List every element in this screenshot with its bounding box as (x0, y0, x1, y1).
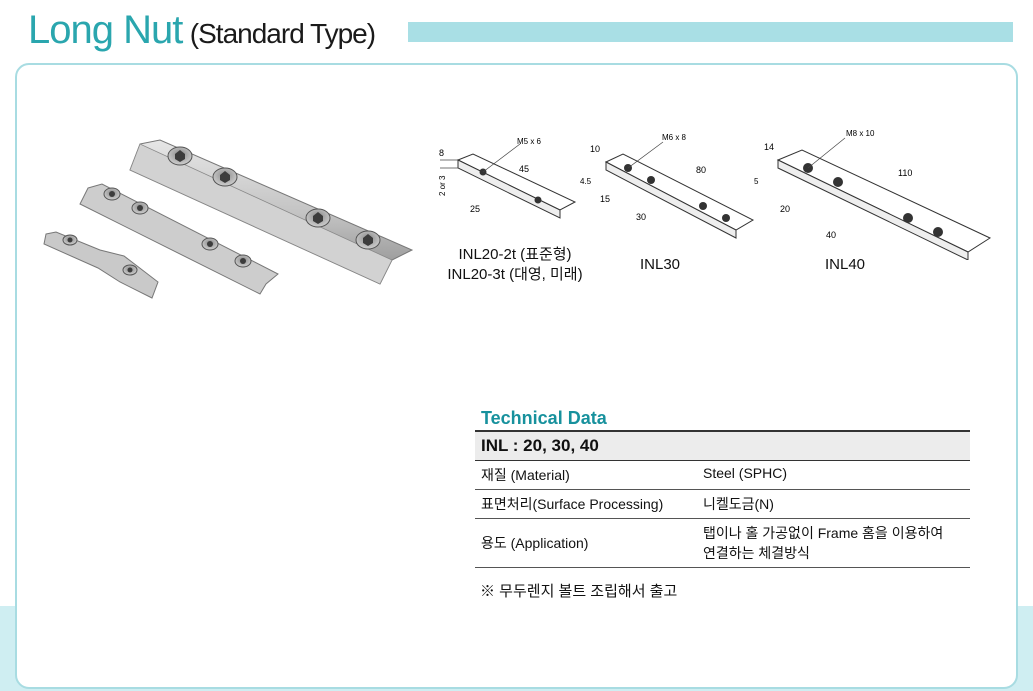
inl30-label: INL30 (615, 255, 705, 275)
inl20-drawing: M5 x 6 45 25 8 2 or 3 (438, 137, 577, 219)
table-row: 표면처리(Surface Processing) 니켈도금(N) (475, 490, 970, 519)
inl20-dim-pitch: 25 (470, 204, 480, 214)
title-decor-bar (408, 22, 1013, 42)
title-main: Long Nut (28, 8, 183, 52)
inl20-bar (43, 231, 159, 299)
inl30-dim-thickness: 4.5 (580, 177, 592, 186)
inl30-dim-thread: M6 x 8 (662, 133, 687, 142)
inl20-dim-width: 8 (439, 148, 444, 158)
table-row: 재질 (Material) Steel (SPHC) (475, 461, 970, 490)
inl40-label: INL40 (800, 255, 890, 275)
title-subtitle: (Standard Type) (189, 18, 376, 49)
inl30-dim-offset: 15 (600, 194, 610, 204)
inl30-dim-length: 80 (696, 165, 706, 175)
inl20-dim-thickness: 2 or 3 (438, 175, 447, 196)
technical-data-heading: Technical Data (481, 408, 607, 428)
row-key: 용도 (Application) (481, 535, 589, 551)
inl30-dim-width: 10 (590, 144, 600, 154)
inl40-dim-thread: M8 x 10 (846, 129, 875, 138)
inl20-label-line2: INL20-3t (대영, 미래) (447, 266, 583, 283)
inl30-bar (79, 183, 279, 295)
technical-model-row: INL : 20, 30, 40 (475, 430, 970, 461)
long-nut-product-photo (43, 139, 414, 299)
page-title: Long Nut (Standard Type) (28, 6, 376, 63)
inl40-bar (129, 139, 414, 285)
row-value-line2: 연결하는 체결방식 (703, 545, 810, 561)
row-value: 니켈도금(N) (703, 496, 774, 512)
inl40-label-line1: INL40 (824, 256, 866, 273)
row-value: 탭이나 홀 가공없이 Frame 홈을 이용하여 연결하는 체결방식 (697, 519, 970, 567)
inl40-dim-offset: 20 (780, 204, 790, 214)
inl20-dim-thread: M5 x 6 (517, 137, 542, 146)
inl20-label: INL20-2t (표준형) INL20-3t (대영, 미래) (435, 245, 595, 285)
inl30-drawing: M6 x 8 80 30 15 10 4.5 (580, 133, 755, 239)
table-row: 용도 (Application) 탭이나 홀 가공없이 Frame 홈을 이용하… (475, 519, 970, 568)
inl40-dim-width: 14 (764, 142, 774, 152)
inl20-dim-length: 45 (519, 164, 529, 174)
row-value-line1: 탭이나 홀 가공없이 Frame 홈을 이용하여 (703, 525, 944, 541)
technical-data-table: Technical Data INL : 20, 30, 40 재질 (Mate… (475, 406, 970, 568)
inl30-dim-pitch: 30 (636, 212, 646, 222)
row-key: 재질 (Material) (481, 467, 570, 483)
inl40-drawing: M8 x 10 110 40 20 14 5 (754, 129, 992, 260)
assembly-note: ※ 무두렌지 볼트 조립해서 출고 (480, 583, 678, 600)
inl30-label-line1: INL30 (639, 256, 681, 273)
row-value: Steel (SPHC) (703, 465, 788, 481)
inl40-dim-thickness: 5 (754, 177, 759, 186)
row-key: 표면처리(Surface Processing) (481, 496, 664, 512)
inl40-dim-pitch: 40 (826, 230, 836, 240)
inl40-dim-length: 110 (898, 168, 912, 178)
inl20-label-line1: INL20-2t (표준형) (458, 246, 572, 263)
